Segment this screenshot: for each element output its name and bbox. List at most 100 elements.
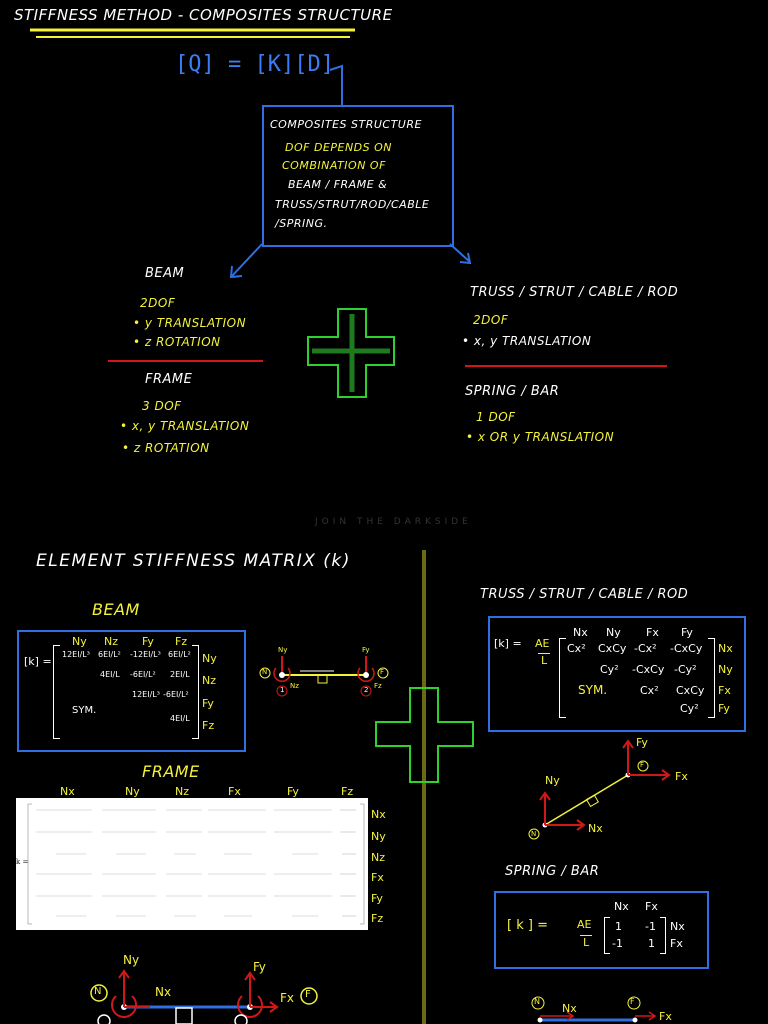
truss-diag-n: N [531, 830, 537, 838]
beam-sym: SYM. [72, 705, 97, 716]
truss-factor-den: L [538, 653, 551, 667]
spring-diag-n: N [534, 997, 540, 1006]
frame-diag-ny: Ny [123, 953, 140, 967]
beam-r1c3: -12EI/L³ [130, 650, 161, 659]
truss-bracket-right [708, 638, 715, 718]
spring-factor-num: AE [577, 918, 592, 931]
frame-diag-fy: Fy [253, 960, 266, 974]
truss-k-label: [k] = [494, 637, 522, 650]
beam-title: BEAM [145, 266, 185, 281]
frame-item2: • z ROTATION [122, 441, 210, 455]
beam-dof: 2DOF [140, 296, 176, 310]
spring2-title: SPRING / BAR [505, 864, 600, 879]
beam-col-ny: Ny [72, 635, 87, 648]
info-line4: TRUSS/STRUT/ROD/CABLE [275, 198, 430, 211]
truss-dof: 2DOF [473, 313, 509, 327]
frame-row-nx: Nx [371, 808, 386, 821]
spring-r2c2: 1 [648, 937, 655, 950]
frame-diag-n: N [94, 986, 102, 997]
spring-factor-den: L [580, 935, 593, 949]
info-line5: /SPRING. [275, 217, 328, 230]
spring-bracket-left [604, 917, 610, 954]
truss-col-fy: Fy [681, 626, 693, 639]
frame-dof: 3 DOF [142, 399, 182, 413]
spring-matrix-box [494, 891, 709, 969]
beam-diag-ny: Ny [278, 646, 288, 654]
section2-title: ELEMENT STIFFNESS MATRIX (k) [36, 551, 351, 571]
beam-r2c2: 4EI/L [100, 670, 120, 679]
beam-k-label: [k] = [24, 655, 52, 668]
beam-r1c2: 6EI/L² [98, 650, 121, 659]
info-line1: DOF DEPENDS ON [285, 141, 393, 154]
beam-diag-fy: Fy [362, 646, 370, 654]
spring-diag-nx: Nx [562, 1002, 577, 1015]
info-line2: COMBINATION OF [282, 159, 386, 172]
truss-matrix-box [488, 616, 746, 732]
beam-r3c3: 12EI/L³ [132, 690, 160, 699]
truss-bracket-left [559, 638, 566, 718]
frame-col-fz: Fz [341, 785, 354, 798]
spring-item1: • x OR y TRANSLATION [466, 430, 615, 444]
frame-diag-nx: Nx [155, 985, 172, 999]
frame-row-nz: Nz [371, 851, 386, 864]
truss-r1c4: -CxCy [670, 642, 703, 655]
beam-r1c1: 12EI/L³ [62, 650, 90, 659]
beam-diag-fz: Fz [374, 682, 382, 690]
beam-row-fy: Fy [202, 697, 214, 710]
spring-r2c1: -1 [612, 937, 623, 950]
truss-r3c4: CxCy [676, 684, 705, 697]
beam-item2: • z ROTATION [133, 335, 221, 349]
frame-col-nx: Nx [60, 785, 75, 798]
beam-r2c4: 2EI/L [170, 670, 190, 679]
frame-item1: • x, y TRANSLATION [120, 419, 250, 433]
truss-r1c1: Cx² [567, 642, 586, 655]
info-line3: BEAM / FRAME & [288, 178, 388, 191]
truss-title: TRUSS / STRUT / CABLE / ROD [470, 285, 679, 300]
truss-item1: • x, y TRANSLATION [462, 334, 592, 348]
beam-matrix-box [17, 630, 246, 752]
spring-col-fx: Fx [645, 900, 658, 913]
frame-row-ny: Ny [371, 830, 386, 843]
truss-diag-f: F [640, 761, 645, 769]
frame-row-fx: Fx [371, 871, 384, 884]
frame-row-fz: Fz [371, 912, 384, 925]
truss2-title: TRUSS / STRUT / CABLE / ROD [480, 587, 689, 602]
truss-diag-fy: Fy [636, 736, 648, 749]
spring-diag-f: F [630, 997, 635, 1006]
info-heading: COMPOSITES STRUCTURE [270, 118, 422, 131]
truss-r2c2: Cy² [600, 663, 619, 676]
beam-diag-nz: Nz [290, 682, 299, 690]
frame-col-fx: Fx [228, 785, 241, 798]
beam-bracket-left [53, 645, 60, 739]
beam-r1c4: 6EI/L² [168, 650, 191, 659]
beam-bracket-right [192, 645, 199, 739]
truss-row-fy: Fy [718, 702, 730, 715]
beam-r2c3: -6EI/L² [130, 670, 156, 679]
frame-k-label: k = [16, 858, 29, 866]
beam-diag-n: N [262, 668, 268, 676]
spring-r1c2: -1 [645, 920, 656, 933]
beam-r3c4: -6EI/L² [163, 690, 189, 699]
frame-diag-f: F [305, 989, 311, 1000]
frame-matrix-image: k = [16, 798, 368, 930]
truss-r3c3: Cx² [640, 684, 659, 697]
truss-col-nx: Nx [573, 626, 588, 639]
truss-r4c4: Cy² [680, 702, 699, 715]
watermark: JOIN THE DARKSIDE [315, 517, 472, 527]
beam-item1: • y TRANSLATION [133, 316, 247, 330]
frame-col-nz: Nz [175, 785, 190, 798]
truss-diag-nx: Nx [588, 822, 603, 835]
truss-row-ny: Ny [718, 663, 733, 676]
beam-diag-two: 2 [364, 686, 369, 694]
truss-diag-fx: Fx [675, 770, 688, 783]
truss-factor-num: AE [535, 637, 550, 650]
truss-r2c4: -Cy² [674, 663, 697, 676]
beam-col-nz: Nz [104, 635, 119, 648]
stiffness-equation: [Q] = [K][D] [175, 52, 334, 77]
truss-col-ny: Ny [606, 626, 621, 639]
truss-col-fx: Fx [646, 626, 659, 639]
spring-r1c1: 1 [615, 920, 622, 933]
beam-diag-f: F [380, 668, 385, 676]
beam-row-ny: Ny [202, 652, 217, 665]
page-title: STIFFNESS METHOD - COMPOSITES STRUCTURE [14, 6, 393, 24]
